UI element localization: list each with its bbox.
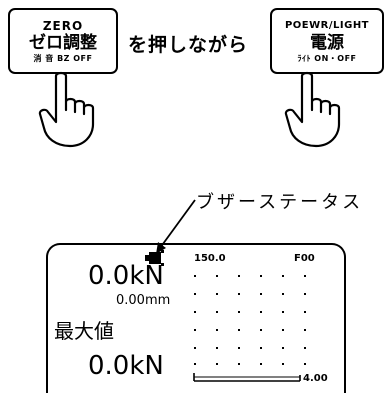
graph-grid-dot: [216, 363, 218, 365]
graph-grid-dot: [260, 293, 262, 295]
graph-grid-dot: [304, 347, 306, 349]
zero-key-label-bottom: 消 音 BZ OFF: [33, 53, 93, 63]
max-value-label: 最大値: [54, 319, 114, 343]
zero-key-label-main: ゼロ調整: [29, 32, 97, 53]
graph-grid-dot: [194, 363, 196, 365]
graph-grid-dot: [304, 275, 306, 277]
power-key-label-bottom: ﾗｲﾄ ON・OFF: [297, 53, 357, 63]
graph-grid-dot: [260, 329, 262, 331]
zero-key-label-top: ZERO: [42, 18, 84, 33]
power-light-key[interactable]: POEWR/LIGHT 電源 ﾗｲﾄ ON・OFF: [270, 8, 384, 74]
graph-grid-dot: [282, 311, 284, 313]
instruction-text: を押しながら: [128, 34, 249, 56]
graph-grid-dot: [282, 363, 284, 365]
graph-grid-dot: [216, 293, 218, 295]
buzzer-icon: [145, 250, 164, 266]
graph-grid-dot: [282, 329, 284, 331]
graph-grid-dot: [238, 311, 240, 313]
graph-grid-dot: [216, 347, 218, 349]
displacement-value: 0.00mm: [116, 293, 171, 308]
graph-grid-dot: [304, 293, 306, 295]
lcd-display: 0.0kN 0.00mm 最大値 0.0kN 150.0 F00 4.00: [46, 243, 346, 393]
power-key-label-top: POEWR/LIGHT: [284, 19, 370, 31]
graph-grid-dot: [216, 275, 218, 277]
graph-grid-dot: [260, 363, 262, 365]
callout-leader-line: [156, 199, 196, 254]
graph-x-axis: [193, 373, 301, 382]
graph-grid-dot: [238, 293, 240, 295]
graph-grid-dot: [304, 311, 306, 313]
graph-grid-dot: [194, 311, 196, 313]
graph-grid-dot: [194, 347, 196, 349]
graph-grid-dot: [194, 275, 196, 277]
max-load-value: 0.0kN: [88, 351, 164, 381]
graph-grid-dot: [260, 311, 262, 313]
pointing-hand-icon: [38, 71, 95, 148]
graph-code-label: F00: [294, 253, 315, 264]
graph-grid-dot: [238, 347, 240, 349]
graph-grid-dot: [238, 363, 240, 365]
graph-grid-dot: [282, 275, 284, 277]
graph-grid-dot: [304, 329, 306, 331]
graph-grid-dot: [304, 363, 306, 365]
graph-y-max-label: 150.0: [194, 253, 226, 264]
load-value: 0.0kN: [88, 261, 164, 291]
graph-grid-dot: [238, 329, 240, 331]
graph-grid-dot: [216, 311, 218, 313]
zero-adjust-key[interactable]: ZERO ゼロ調整 消 音 BZ OFF: [8, 8, 118, 74]
graph-x-max-label: 4.00: [303, 373, 328, 384]
graph-grid-dot: [260, 275, 262, 277]
graph-grid-dot: [194, 329, 196, 331]
graph-grid-dot: [282, 293, 284, 295]
graph-grid-dot: [282, 347, 284, 349]
power-key-label-main: 電源: [310, 32, 344, 53]
graph-grid-dot: [260, 347, 262, 349]
pointing-hand-icon: [284, 71, 341, 148]
buzzer-status-callout: ブザーステータス: [196, 192, 364, 213]
graph-grid-dot: [216, 329, 218, 331]
graph-grid-dot: [238, 275, 240, 277]
graph-grid-dot: [194, 293, 196, 295]
